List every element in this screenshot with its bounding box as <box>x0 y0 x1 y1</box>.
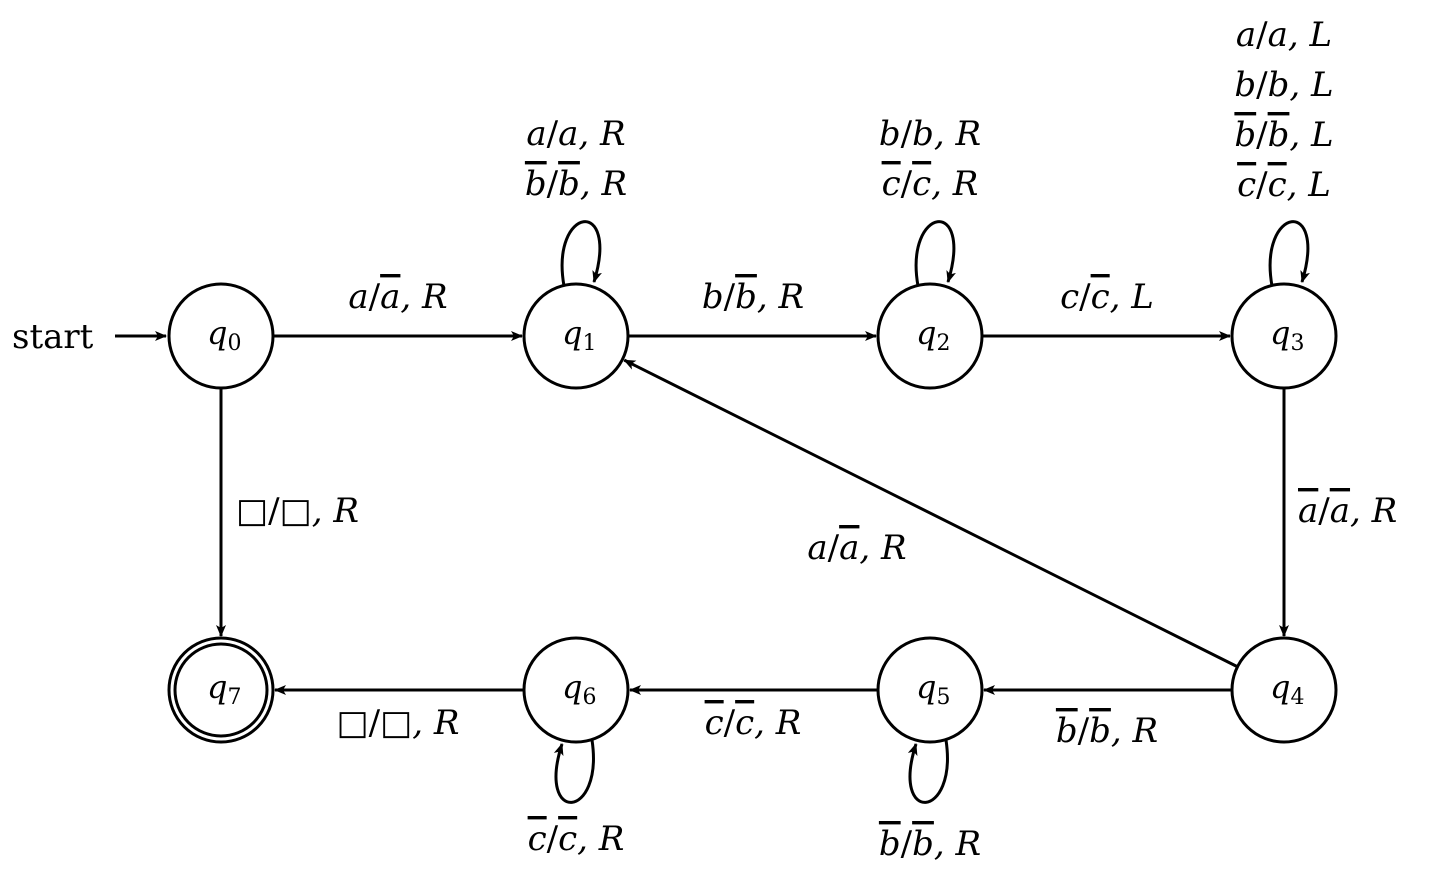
edge-label-q3-q4: a/a, R <box>1298 491 1397 531</box>
state-circle <box>522 636 630 744</box>
state-q6[interactable]: q6 <box>522 636 630 744</box>
state-label: q2 <box>916 314 950 356</box>
state-label: q3 <box>1270 314 1304 356</box>
state-q7[interactable]: q7 <box>167 636 275 744</box>
transition-rule: a/a, R <box>1298 491 1397 531</box>
edge-q3-q3[interactable] <box>1268 220 1310 287</box>
transition-rule: □/□, R <box>236 491 359 531</box>
edge-label-q1-q1: a/a, R b/b, R <box>525 114 627 204</box>
edge-label-q4-q5: b/b, R <box>1056 711 1158 751</box>
edge-q2-q2[interactable] <box>914 220 956 287</box>
edge-q4-q1[interactable] <box>623 358 1239 669</box>
states-layer: q0 q1 q2 q3 q4 q5 q6 q7 <box>167 282 1338 744</box>
transition-rule: a/a, R <box>807 528 906 568</box>
edge-q6-q6[interactable] <box>553 739 595 804</box>
state-circle <box>876 636 984 744</box>
accept-inner-circle <box>173 642 269 738</box>
state-label: q4 <box>1270 668 1304 710</box>
state-q1[interactable]: q1 <box>522 282 630 390</box>
transition-rule: b/b, L <box>1234 115 1333 155</box>
transition-rule: b/b, R <box>1056 711 1158 751</box>
state-label: q1 <box>562 314 596 356</box>
transition-rule: b/b, L <box>1234 65 1333 105</box>
edge-label-q6-q7: □/□, R <box>337 703 460 743</box>
edge-label-q5-q5: b/b, R <box>879 824 981 864</box>
state-circle <box>522 282 630 390</box>
edges-layer <box>216 220 1310 804</box>
transition-rule: □/□, R <box>337 703 460 743</box>
state-q3[interactable]: q3 <box>1230 282 1338 390</box>
state-label: q7 <box>207 668 241 710</box>
state-q2[interactable]: q2 <box>876 282 984 390</box>
state-circle <box>1230 282 1338 390</box>
transition-rule: c/c, R <box>528 819 625 859</box>
transition-rule: b/b, R <box>702 277 804 317</box>
edge-q1-q1[interactable] <box>560 220 602 287</box>
edge-labels-layer: a/a, R b/b, R c/c, L a/a, R a/a, R b/b, R c/c,… <box>236 15 1397 864</box>
edge-label-q4-q1: a/a, R <box>807 528 906 568</box>
start-label: start <box>12 317 94 357</box>
state-circle <box>1230 636 1338 744</box>
state-q5[interactable]: q5 <box>876 636 984 744</box>
transition-rule: c/c, L <box>1237 165 1331 205</box>
transition-rule: c/c, R <box>882 164 979 204</box>
transition-rule: a/a, L <box>1236 15 1332 55</box>
edge-label-q1-q2: b/b, R <box>702 277 804 317</box>
state-label: q5 <box>916 668 950 710</box>
transition-rule: b/b, R <box>879 824 981 864</box>
edge-label-q3-q3: a/a, L b/b, L b/b, L c/c, L <box>1234 15 1333 205</box>
state-q4[interactable]: q4 <box>1230 636 1338 744</box>
edge-q5-q5[interactable] <box>907 739 949 804</box>
transition-rule: c/c, R <box>705 703 802 743</box>
transition-rule: a/a, R <box>526 114 625 154</box>
state-circle <box>167 282 275 390</box>
edge-label-q6-q6: c/c, R <box>528 819 625 859</box>
transition-rule: b/b, R <box>525 164 627 204</box>
state-label: q0 <box>207 314 241 356</box>
edge-label-q2-q2: b/b, R c/c, R <box>879 114 981 204</box>
edge-label-q5-q6: c/c, R <box>705 703 802 743</box>
edge-label-q0-q1: a/a, R <box>348 277 447 317</box>
state-q0[interactable]: q0 <box>167 282 275 390</box>
transition-rule: a/a, R <box>348 277 447 317</box>
transition-rule: b/b, R <box>879 114 981 154</box>
edge-label-q0-q7: □/□, R <box>236 491 359 531</box>
state-circle <box>876 282 984 390</box>
state-label: q6 <box>562 668 596 710</box>
edge-label-q2-q3: c/c, L <box>1060 277 1154 317</box>
transition-rule: c/c, L <box>1060 277 1154 317</box>
